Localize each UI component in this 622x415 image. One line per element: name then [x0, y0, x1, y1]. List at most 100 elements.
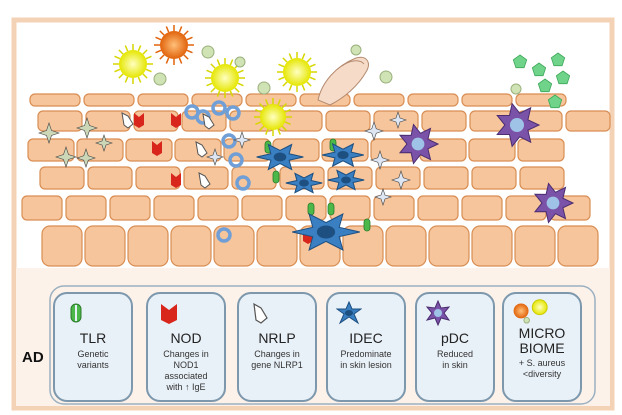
- microbe-dot: [379, 70, 393, 84]
- panel-title: pDC: [440, 330, 469, 346]
- sparkle-star: [76, 117, 98, 139]
- panel-description: Predominate in skin lesion: [340, 349, 392, 370]
- keratinocyte: [84, 225, 126, 267]
- keratinocyte: [373, 195, 415, 221]
- tlr-receptor: [307, 202, 315, 216]
- nod-receptor: [171, 113, 181, 128]
- nod-receptor: [134, 113, 144, 128]
- panel-description: Reduced in skin: [436, 349, 474, 370]
- keratinocyte: [329, 195, 371, 221]
- panel-description: Changes in NOD1 associated with ↑ IgE: [163, 349, 209, 392]
- keratinocyte: [241, 195, 283, 221]
- keratinocyte: [471, 225, 513, 267]
- sparkle-star: [38, 122, 60, 144]
- staph-yellow: [113, 44, 153, 84]
- nrlp-receptor: [121, 112, 134, 129]
- panel-nrlp: NRLP Changes in gene NLRP1: [237, 292, 317, 402]
- keratinocyte: [213, 225, 255, 267]
- staph-yellow: [254, 98, 292, 136]
- microbe-icon: [513, 299, 548, 324]
- ring-marker: [225, 105, 241, 121]
- pdc-cell: [533, 182, 575, 224]
- ring-marker: [221, 133, 237, 149]
- sparkle-star: [206, 148, 224, 166]
- sparkle-star: [76, 148, 96, 168]
- idec-cell: [322, 142, 364, 168]
- legend-box: [49, 285, 596, 405]
- keratinocyte: [519, 166, 565, 190]
- immune-elements: [38, 25, 575, 251]
- tlr-receptor: [327, 202, 335, 216]
- keratinocyte: [461, 195, 503, 221]
- tlr-receptor: [272, 170, 280, 184]
- keratinocyte: [407, 93, 459, 107]
- keratinocyte: [153, 195, 195, 221]
- panel-title: IDEC: [349, 330, 383, 346]
- pdc-cell: [398, 123, 440, 165]
- tlr-receptor-icon: [70, 303, 82, 323]
- keratinocyte: [87, 166, 133, 190]
- keratinocyte: [197, 195, 239, 221]
- pentagon-particle: [512, 54, 528, 69]
- pentagon-particle: [550, 52, 566, 67]
- keratinocyte: [417, 195, 459, 221]
- nrlp-receptor: [195, 141, 208, 158]
- keratinocyte: [41, 225, 83, 267]
- microbe-dot: [350, 44, 362, 56]
- keratinocyte: [125, 138, 173, 162]
- ring-marker: [216, 227, 232, 243]
- panel-title: TLR: [79, 330, 107, 346]
- keratinocyte: [471, 166, 517, 190]
- keratinocyte: [65, 195, 107, 221]
- staph-yellow: [277, 52, 317, 92]
- pdc-cell-icon: [425, 300, 451, 326]
- nrlp-receptor-icon: [253, 302, 268, 324]
- keratinocyte: [461, 93, 513, 107]
- pentagon-particle: [537, 78, 553, 93]
- panel-description: Changes in gene NLRP1: [251, 349, 303, 370]
- fingernail: [341, 60, 365, 67]
- tlr-receptor: [363, 218, 371, 232]
- nrlp-receptor: [198, 172, 211, 189]
- keratinocyte: [514, 225, 556, 267]
- sparkle-star: [389, 111, 407, 129]
- keratinocyte: [421, 110, 467, 132]
- panel-title: MICRO BIOME: [518, 325, 566, 356]
- keratinocyte: [256, 225, 298, 267]
- microbe-dot: [257, 81, 271, 95]
- keratinocyte: [468, 138, 516, 162]
- microbe-dot: [510, 83, 522, 95]
- staph-yellow: [205, 58, 245, 98]
- nod-receptor-icon: [161, 304, 177, 324]
- keratinocyte: [83, 93, 135, 107]
- keratinocyte: [428, 225, 470, 267]
- pentagon-particle: [531, 62, 547, 77]
- keratinocyte: [39, 166, 85, 190]
- ring-marker: [235, 175, 251, 191]
- keratinocyte: [21, 195, 63, 221]
- scratching-finger: [317, 56, 369, 106]
- idec-cell-icon: [336, 300, 362, 325]
- microbe-dot: [201, 45, 215, 59]
- sparkle-star: [391, 170, 411, 190]
- nrlp-receptor: [202, 113, 215, 130]
- sparkle-star: [374, 188, 392, 206]
- keratinocyte: [385, 225, 427, 267]
- nod-receptor: [171, 173, 181, 188]
- sparkle-star: [370, 150, 390, 170]
- keratinocyte: [191, 93, 243, 107]
- pentagon-particle: [547, 94, 563, 109]
- idec-cell: [292, 213, 360, 251]
- sparkle-star: [55, 146, 77, 168]
- sparkle-star: [95, 134, 113, 152]
- keratinocyte: [37, 110, 83, 132]
- panel-microbiome: MICRO BIOME + S. aureus <diversity: [502, 292, 582, 402]
- panel-pdc: pDC Reduced in skin: [415, 292, 495, 402]
- keratinocyte: [76, 138, 124, 162]
- keratinocyte: [565, 110, 611, 132]
- ring-marker: [211, 100, 227, 116]
- pentagon-particle: [555, 70, 571, 85]
- panel-description: Genetic variants: [77, 349, 109, 370]
- keratinocyte: [127, 225, 169, 267]
- outer-frame: [11, 17, 615, 411]
